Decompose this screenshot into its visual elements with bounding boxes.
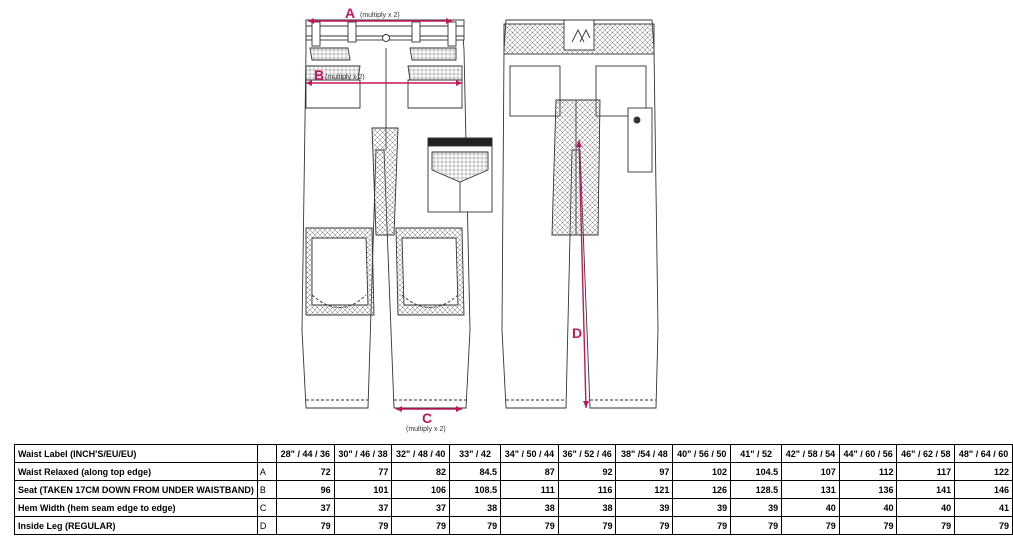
row-label: Seat (TAKEN 17CM DOWN FROM UNDER WAISTBA… xyxy=(14,480,258,499)
table-cell: 39 xyxy=(615,498,674,517)
table-cell: 102 xyxy=(672,462,732,481)
size-header: 38" /54 / 48 xyxy=(615,444,674,463)
table-cell: 38 xyxy=(449,498,502,517)
table-cell: 40 xyxy=(838,498,898,517)
header-letter-cell xyxy=(256,444,277,463)
table-cell: 79 xyxy=(500,516,559,535)
row-label: Waist Relaxed (along top edge) xyxy=(14,462,258,481)
table-header-row: Waist Label (INCH'S/EU/EU) 28" / 44 / 36… xyxy=(14,444,1013,463)
table-cell: 37 xyxy=(275,498,335,517)
table-cell: 92 xyxy=(557,462,617,481)
size-header: 33" / 42 xyxy=(449,444,502,463)
table-cell: 101 xyxy=(333,480,393,499)
table-cell: 146 xyxy=(954,480,1013,499)
table-cell: 107 xyxy=(781,462,840,481)
size-chart-body: Waist Label (INCH'S/EU/EU) 28" / 44 / 36… xyxy=(14,444,1013,535)
table-cell: 79 xyxy=(333,516,393,535)
table-cell: 79 xyxy=(557,516,617,535)
table-cell: 112 xyxy=(838,462,898,481)
size-header: 40" / 56 / 50 xyxy=(672,444,732,463)
row-letter: A xyxy=(256,462,277,481)
size-header: 44" / 60 / 56 xyxy=(838,444,898,463)
row-letter: B xyxy=(256,480,277,499)
table-cell: 79 xyxy=(954,516,1013,535)
table-cell: 79 xyxy=(672,516,732,535)
label-a-note: (multiply x 2) xyxy=(360,12,400,19)
label-d-letter: D xyxy=(572,325,582,341)
size-header: 32" / 48 / 40 xyxy=(391,444,451,463)
row-letter: C xyxy=(256,498,277,517)
table-cell: 104.5 xyxy=(730,462,783,481)
label-c-letter: C xyxy=(422,410,432,426)
size-chart-table: Waist Label (INCH'S/EU/EU) 28" / 44 / 36… xyxy=(14,444,1013,535)
row-letter: D xyxy=(256,516,277,535)
table-cell: 79 xyxy=(391,516,451,535)
header-label: Waist Label (INCH'S/EU/EU) xyxy=(14,444,258,463)
table-cell: 38 xyxy=(557,498,617,517)
table-cell: 141 xyxy=(896,480,956,499)
table-cell: 79 xyxy=(896,516,956,535)
table-cell: 117 xyxy=(896,462,956,481)
table-cell: 126 xyxy=(672,480,732,499)
table-cell: 79 xyxy=(730,516,783,535)
table-cell: 128.5 xyxy=(730,480,783,499)
table-cell: 37 xyxy=(391,498,451,517)
label-b-note: (multiply x 2) xyxy=(325,74,365,81)
table-cell: 79 xyxy=(838,516,898,535)
table-cell: 97 xyxy=(615,462,674,481)
table-cell: 40 xyxy=(896,498,956,517)
table-cell: 121 xyxy=(615,480,674,499)
table-cell: 131 xyxy=(781,480,840,499)
label-c-note: (multiply x 2) xyxy=(406,426,446,433)
label-b-letter: B xyxy=(314,67,324,83)
back-view-trousers xyxy=(501,19,659,409)
size-header: 42" / 58 / 54 xyxy=(781,444,840,463)
table-cell: 79 xyxy=(275,516,335,535)
table-cell: 79 xyxy=(781,516,840,535)
row-label: Hem Width (hem seam edge to edge) xyxy=(14,498,258,517)
table-cell: 79 xyxy=(615,516,674,535)
table-cell: 41 xyxy=(954,498,1013,517)
table-cell: 87 xyxy=(500,462,559,481)
table-cell: 106 xyxy=(391,480,451,499)
measurement-labels: A (multiply x 2) B (multiply x 2) C (mul… xyxy=(314,5,582,433)
table-cell: 79 xyxy=(449,516,502,535)
size-header: 41" / 52 xyxy=(730,444,783,463)
label-a-letter: A xyxy=(345,5,355,21)
pocket-detail-inset xyxy=(427,137,493,213)
table-cell: 82 xyxy=(391,462,451,481)
size-header: 34" / 50 / 44 xyxy=(500,444,559,463)
garment-technical-drawing: A (multiply x 2) B (multiply x 2) C (mul… xyxy=(301,5,659,433)
size-header: 36" / 52 / 46 xyxy=(557,444,617,463)
table-cell: 39 xyxy=(730,498,783,517)
table-cell: 37 xyxy=(333,498,393,517)
size-header: 46" / 62 / 58 xyxy=(896,444,956,463)
table-cell: 111 xyxy=(500,480,559,499)
table-cell: 116 xyxy=(557,480,617,499)
measurement-lines xyxy=(306,18,589,412)
size-header: 28" / 44 / 36 xyxy=(275,444,335,463)
table-cell: 40 xyxy=(781,498,840,517)
table-cell: 136 xyxy=(838,480,898,499)
table-cell: 96 xyxy=(275,480,335,499)
table-cell: 38 xyxy=(500,498,559,517)
row-label: Inside Leg (REGULAR) xyxy=(14,516,258,535)
table-cell: 39 xyxy=(672,498,732,517)
table-cell: 122 xyxy=(954,462,1013,481)
table-cell: 77 xyxy=(333,462,393,481)
table-cell: 108.5 xyxy=(449,480,502,499)
table-cell: 72 xyxy=(275,462,335,481)
table-cell: 84.5 xyxy=(449,462,502,481)
table-row: Seat (TAKEN 17CM DOWN FROM UNDER WAISTBA… xyxy=(14,480,1013,499)
size-header: 48" / 64 / 60 xyxy=(954,444,1013,463)
size-header: 30" / 46 / 38 xyxy=(333,444,393,463)
front-view-trousers xyxy=(301,19,471,409)
